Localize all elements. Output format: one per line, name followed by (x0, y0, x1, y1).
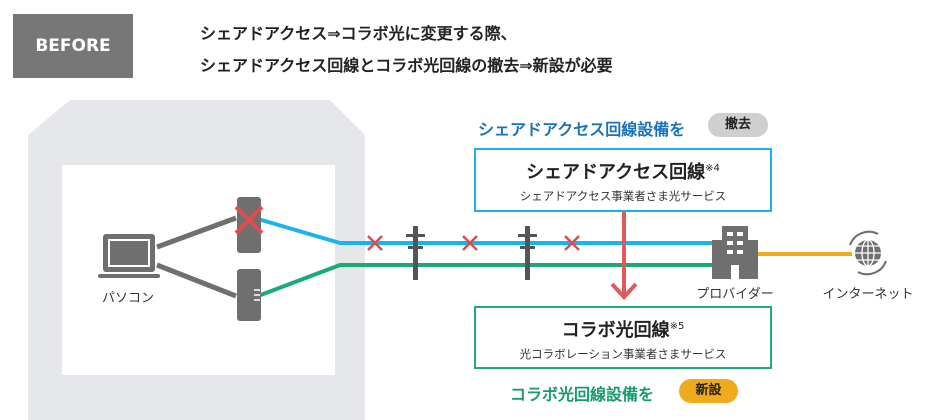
title-line-2: シェアドアクセス回線とコラボ光回線の撤去⇒新設が必要 (200, 56, 613, 75)
change-arrow-icon (610, 211, 638, 300)
new-badge: 新設 (679, 379, 738, 403)
collabo-note: ※5 (669, 321, 685, 332)
remove-badge: 撤去 (708, 113, 768, 137)
pc-label: パソコン (101, 291, 155, 306)
shared-box-title: シェアドアクセス回線 (526, 162, 706, 183)
utility-pole-icon (406, 226, 425, 280)
collabo-line (257, 263, 712, 298)
shared-box-sub: シェアドアクセス事業者さま光サービス (519, 189, 727, 203)
shared-line-box: シェアドアクセス回線※4 シェアドアクセス事業者さま光サービス (474, 148, 772, 212)
utility-pole-icon (518, 226, 537, 280)
collabo-box-title: コラボ光回線 (561, 320, 670, 341)
collabo-heading: コラボ光回線設備を (510, 385, 655, 404)
house-interior (62, 165, 335, 375)
provider-building-icon (712, 226, 758, 279)
shared-modem-cross-icon (234, 205, 264, 235)
collabo-line-box: コラボ光回線※5 光コラボレーション事業者さまサービス (474, 306, 772, 369)
internet-globe-icon (849, 230, 887, 276)
collabo-modem-icon (237, 269, 261, 321)
shared-note: ※4 (705, 163, 720, 174)
removal-cross-icon (367, 235, 580, 251)
collabo-box-sub: 光コラボレーション事業者さまサービス (519, 347, 727, 361)
before-badge: BEFORE (13, 14, 133, 78)
shared-heading: シェアドアクセス回線設備を (478, 120, 686, 139)
title-line-1: シェアドアクセス⇒コラボ光に変更する際、 (200, 24, 517, 43)
laptop-icon (98, 234, 160, 278)
shared-modem-icon (237, 197, 261, 253)
provider-label: プロバイダー (696, 287, 774, 302)
internet-label: インターネット (822, 287, 914, 302)
shared-line (257, 217, 712, 245)
